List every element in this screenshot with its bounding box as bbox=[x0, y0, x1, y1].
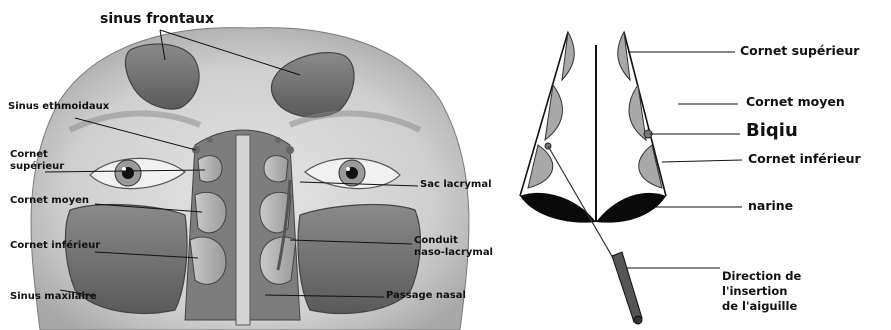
label-narine: narine bbox=[748, 199, 793, 212]
label-passage-nasal: Passage nasal bbox=[386, 291, 466, 302]
label-sac-lacrymal: Sac lacrymal bbox=[420, 180, 492, 191]
needle-hub bbox=[612, 252, 642, 322]
label-cornet-moyen: Cornet moyen bbox=[10, 196, 89, 207]
label-cornet-superieur-2: supérieur bbox=[10, 162, 64, 173]
label-conduit-1: Conduit bbox=[414, 236, 458, 247]
left-superior-turbinate bbox=[562, 32, 574, 80]
label-direction-1: Direction de bbox=[722, 270, 801, 282]
label-biqiu: Biqiu bbox=[746, 122, 798, 141]
left-nostril bbox=[520, 193, 596, 223]
label-direction-3: de l'aiguille bbox=[722, 300, 797, 312]
label-cornet-inferieur: Cornet inférieur bbox=[10, 241, 100, 252]
label-sinus-maxilaire: Sinus maxilaire bbox=[10, 292, 97, 303]
left-middle-turbinate bbox=[545, 85, 562, 140]
left-inferior-turbinate bbox=[528, 145, 553, 188]
label-cornet-moyen-r: Cornet moyen bbox=[746, 95, 845, 108]
right-middle-turbinate bbox=[629, 85, 646, 140]
nasal-schematic bbox=[520, 32, 742, 324]
label-cornet-superieur-1: Cornet bbox=[10, 150, 48, 161]
label-sinus-ethmoidaux: Sinus ethmoidaux bbox=[8, 102, 109, 113]
face-cross-section bbox=[31, 28, 469, 330]
right-nostril bbox=[596, 193, 666, 223]
nasal-septum bbox=[236, 135, 250, 325]
right-superior-turbinate bbox=[618, 32, 630, 80]
label-sinus-frontaux: sinus frontaux bbox=[100, 12, 214, 27]
label-direction-2: l'insertion bbox=[722, 285, 787, 297]
label-cornet-inferieur-r: Cornet inférieur bbox=[748, 152, 861, 165]
label-cornet-superieur-r: Cornet supérieur bbox=[740, 44, 859, 57]
label-conduit-2: naso-lacrymal bbox=[414, 248, 493, 259]
